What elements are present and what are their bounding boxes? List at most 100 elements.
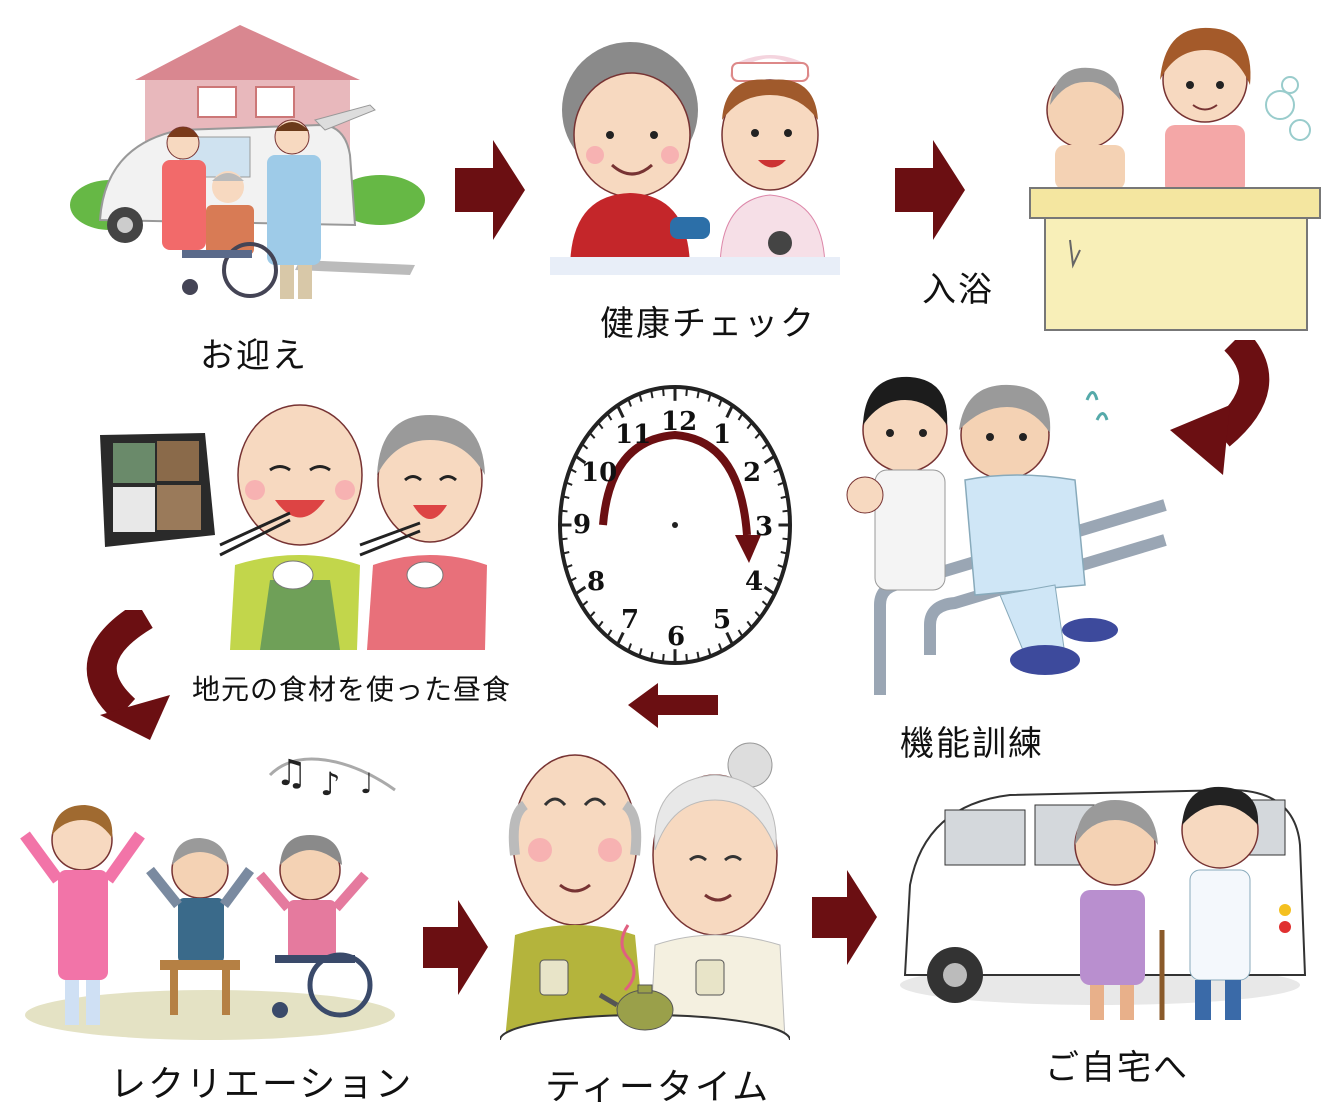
- clock-tick: [780, 551, 787, 555]
- clock-tick: [754, 611, 761, 618]
- clock-tick: [589, 611, 596, 618]
- clock-tick: [773, 468, 780, 474]
- training-illustration: [846, 376, 1167, 695]
- clock-tick: [650, 651, 654, 659]
- clock-tick: [780, 495, 787, 499]
- clock-tick: [616, 631, 625, 644]
- clock-tick: [570, 468, 577, 474]
- clock-tick: [563, 551, 570, 555]
- clock-tick: [566, 481, 573, 486]
- nurse-icon: [719, 55, 826, 271]
- clock-tick: [627, 643, 632, 651]
- clock-tick: [737, 413, 743, 421]
- clock-number-8: 8: [587, 567, 605, 597]
- clock-tick: [773, 576, 780, 582]
- bento-icon: [100, 433, 215, 547]
- clock-tick: [566, 564, 573, 569]
- label-bath: 入浴: [922, 270, 994, 310]
- clock-tick: [746, 422, 752, 430]
- clock-tick: [725, 406, 734, 419]
- wheelchair-icon: [272, 952, 373, 1018]
- clock-tick: [607, 629, 613, 637]
- clock-tick: [662, 653, 665, 661]
- clock-icon: 12 1 2 3 4 5 6 7 8 9 10 11: [555, 385, 800, 670]
- clock-tick: [707, 394, 712, 402]
- scene-lunch: [95, 395, 505, 650]
- flow-arrow-left: [628, 683, 718, 728]
- clock-tick: [746, 620, 752, 628]
- recreation-illustration: [20, 805, 395, 1040]
- flow-arrow-right: [455, 140, 525, 240]
- clock-tick: [638, 648, 643, 656]
- clock-tick: [662, 389, 665, 397]
- svg-text:♩: ♩: [360, 767, 373, 800]
- clock-tick: [589, 432, 596, 439]
- teapot-icon: [598, 984, 674, 1031]
- clock-face: 12 1 2 3 4 5 6 7 8 9 10 11: [558, 385, 792, 665]
- health-check-illustration: [550, 42, 840, 275]
- scene-recreation: [10, 800, 395, 1040]
- scene-bath: [1025, 10, 1325, 335]
- bathtub-icon: [1029, 187, 1321, 331]
- clock-number-4: 4: [745, 567, 763, 597]
- clock-tick: [598, 620, 604, 628]
- clock-tick: [598, 422, 604, 430]
- clock-tick: [737, 629, 743, 637]
- bath-illustration: [1029, 27, 1321, 331]
- clock-number-2: 2: [743, 458, 761, 488]
- clock-tick: [575, 455, 587, 465]
- scene-health-check: [550, 25, 840, 275]
- pickup-illustration: [70, 25, 425, 299]
- clock-tick: [650, 391, 654, 399]
- clock-number-12: 12: [661, 407, 697, 437]
- clock-tick: [761, 600, 768, 607]
- clock-tick: [582, 600, 589, 607]
- label-recreation: レクリエーション: [110, 1064, 414, 1105]
- label-home: ご自宅へ: [1045, 1048, 1189, 1088]
- wheelchair-icon: [182, 242, 278, 298]
- flow-arrow-curved: [86, 610, 170, 740]
- svg-text:♫: ♫: [275, 753, 307, 794]
- clock-number-1: 1: [713, 420, 731, 450]
- clock-tick: [782, 537, 789, 541]
- blood-pressure-icon: [670, 217, 792, 255]
- clock-tick: [718, 643, 723, 651]
- clock-number-9: 9: [573, 510, 591, 540]
- clock-tick: [561, 537, 568, 541]
- label-tea-time: ティータイム: [545, 1067, 771, 1108]
- clock-number-5: 5: [713, 605, 731, 635]
- label-training: 機能訓練: [900, 724, 1044, 764]
- clock-tick: [616, 406, 625, 419]
- clock-tick: [627, 399, 632, 407]
- flow-arrow-right: [895, 140, 965, 240]
- clock-number-11: 11: [615, 420, 651, 450]
- clock-number-7: 7: [621, 605, 639, 635]
- clock-tick: [638, 394, 643, 402]
- clock-tick: [777, 564, 784, 569]
- home-illustration: [900, 786, 1307, 1020]
- clock-tick: [607, 413, 613, 421]
- clock-tick: [777, 481, 784, 486]
- clock-tick: [782, 509, 789, 513]
- clock-tick: [696, 391, 700, 399]
- scene-pickup: [70, 25, 430, 315]
- clock-tick: [696, 651, 700, 659]
- clock-tick: [575, 585, 587, 595]
- clock-number-6: 6: [667, 622, 685, 652]
- scene-training: [835, 355, 1175, 695]
- tea-time-illustration: [500, 742, 790, 1040]
- chopsticks-icon: [219, 511, 291, 557]
- clock-tick: [761, 443, 768, 450]
- clock-number-10: 10: [581, 458, 617, 488]
- clock-tick: [754, 432, 761, 439]
- clock-tick: [685, 653, 688, 661]
- clock-tick: [725, 631, 734, 644]
- clock-tick: [563, 495, 570, 499]
- label-pickup: お迎え: [200, 336, 308, 376]
- flow-arrow-right: [812, 870, 877, 965]
- clock-number-3: 3: [755, 512, 773, 542]
- flow-arrow-right: [423, 900, 488, 995]
- flow-arrow-curved: [1170, 340, 1270, 475]
- music-note-icon: ♫ ♪ ♩: [268, 753, 396, 800]
- scene-tea-time: [500, 735, 790, 1040]
